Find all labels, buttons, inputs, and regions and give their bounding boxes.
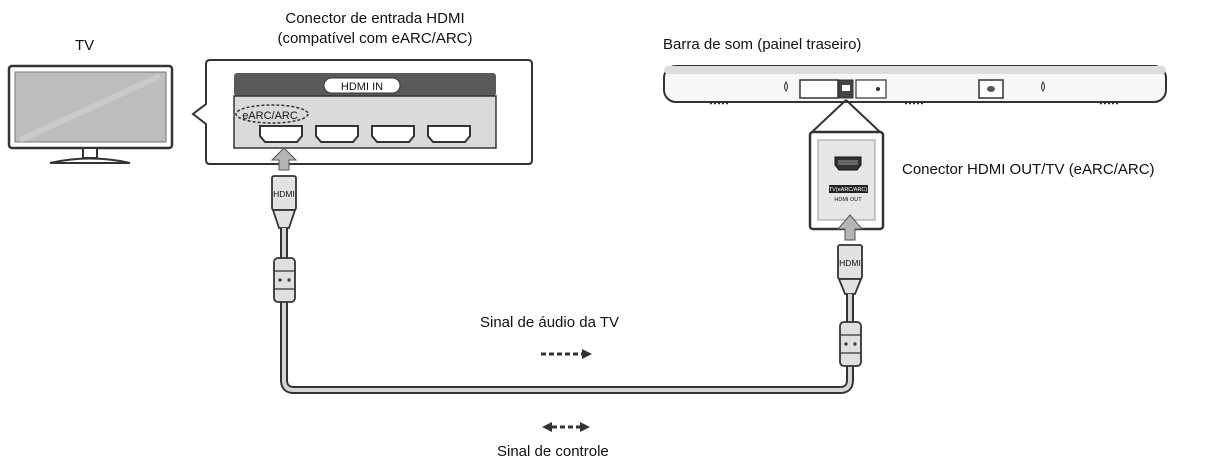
tv-plug-label: HDMI [273,189,295,199]
hdmi-in-badge: HDMI IN [341,81,383,93]
hdmi-in-connector-label: Conector de entrada HDMI (compatível com… [240,10,510,47]
hdmi-out-connector-label: Conector HDMI OUT/TV (eARC/ARC) [902,161,1155,178]
soundbar-label: Barra de som (painel traseiro) [663,36,862,53]
hdmi-port-4 [427,125,471,143]
hdmi-port-2 [315,125,359,143]
audio-signal-label: Sinal de áudio da TV [480,314,619,331]
hdmi-in-connector-label-line1: Conector de entrada HDMI [285,10,465,27]
tv-icon [7,64,174,164]
hdmi-port-earc [259,125,303,143]
earc-arc-label: eARC/ARC [242,110,298,122]
hdmi-in-connector-label-line2: (compatível com eARC/ARC) [277,30,473,47]
jack-label-line2: HDMI OUT [834,197,862,203]
ferrite-core-soundbar [839,321,862,367]
hdmi-port-3 [371,125,415,143]
insert-arrow-soundbar [836,214,864,241]
soundbar-hdmi-plug [837,244,863,295]
jack-label-line1: TV(eARC/ARC) [829,187,868,193]
soundbar-plug-label: HDMI [839,258,861,268]
hdmi-cable [280,228,854,394]
ferrite-core-tv [273,257,296,303]
audio-signal-arrow-icon [541,349,592,359]
tv-label: TV [75,37,95,54]
control-signal-arrow-icon [542,422,590,432]
tv-hdmi-plug [271,175,297,229]
soundbar [663,65,1167,105]
soundbar-hdmi-out-jack [808,130,885,231]
insert-arrow-tv [270,147,298,171]
hdmi-in-panel [191,59,533,165]
control-signal-label: Sinal de controle [497,443,609,460]
